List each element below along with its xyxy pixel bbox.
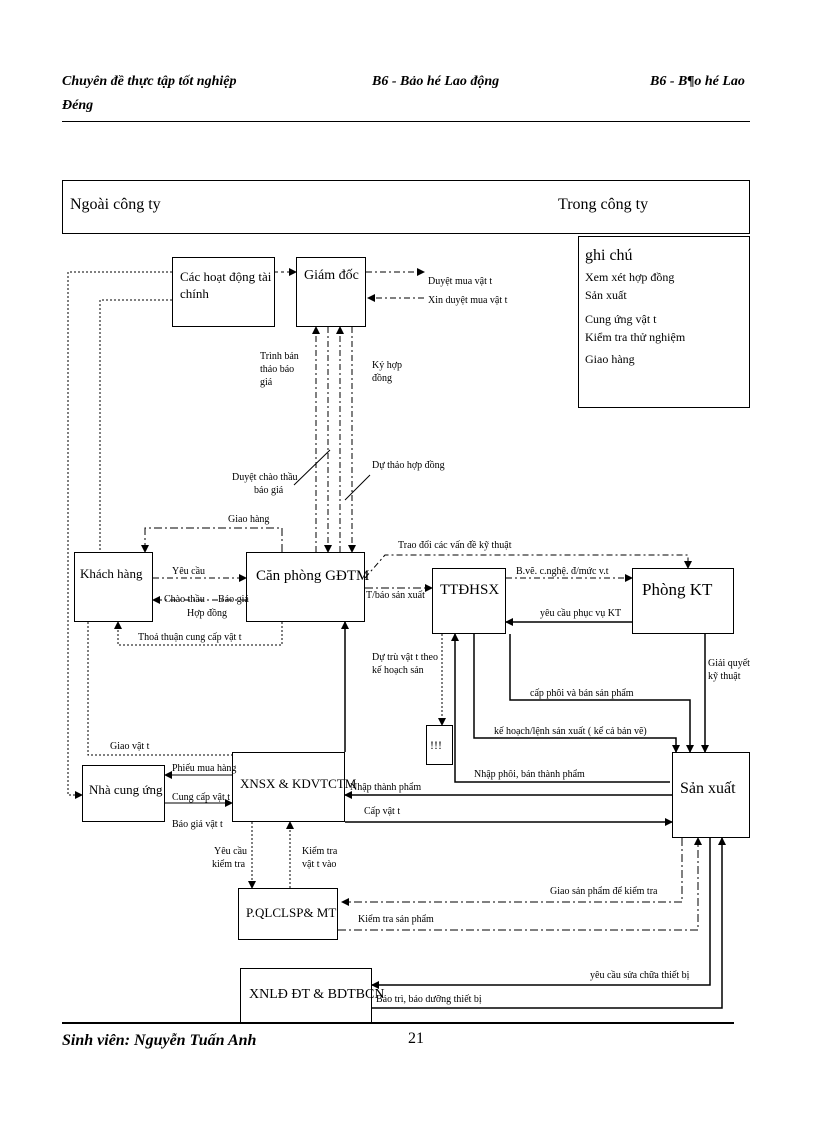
sign-contract-label-2: đồng [372, 373, 392, 384]
production-notice-label: T/báo sản xuất [366, 590, 425, 601]
office-label: Căn phòng GĐTM [256, 568, 370, 584]
legend-item: Xem xét hợp đồng [585, 270, 675, 284]
finished-goods-label: Nhập thành phẩm [350, 782, 422, 793]
finance-box [172, 257, 275, 327]
bid-label: Chào thầu [164, 594, 205, 605]
region-banner [62, 180, 750, 234]
qlclsp-label: P.QLCLSP& MT [246, 905, 337, 920]
product-inspection-label: Kiểm tra sản phẩm [358, 914, 434, 925]
customer-label: Khách hàng [80, 566, 143, 581]
ttdhsx-label: TTĐHSX [440, 582, 500, 598]
sign-contract-label-1: Ký hợp [372, 360, 403, 371]
xnsx-label: XNSX & KDVTCTM [240, 776, 357, 791]
region-outside-label: Ngoài công ty [70, 196, 161, 213]
request-purchase-label: Xin duyệt mua vật t [428, 295, 508, 306]
legend-item: Giao hàng [585, 352, 635, 366]
approve-bid-label-1: Duyệt chào thầu [232, 472, 298, 483]
customer-box [74, 552, 153, 622]
quote-label: Báo giá [218, 594, 249, 605]
request-label: Yêu cầu [172, 566, 206, 577]
supplier-label: Nhà cung ứng [89, 782, 163, 797]
submit-quote-label-3: giá [260, 377, 273, 388]
header-left-line1: Chuyên đề thực tập tốt nghiệp [62, 74, 237, 89]
legend-item: Cung ứng vật t [585, 312, 657, 326]
legend-item: Kiểm tra thử nghiệm [585, 330, 686, 344]
material-estimate-label-2: kế hoạch sản [372, 665, 424, 676]
drawings-label: B.vẽ. c.nghệ. đ/mức v.t [516, 566, 609, 577]
delivery-label: Giao hàng [228, 514, 270, 525]
ttdhsx-box [432, 568, 506, 634]
sanxuat-box [672, 752, 750, 838]
tech-resolve-label-1: Giải quyết [708, 658, 750, 669]
material-issue-label: Cấp vật t [364, 806, 401, 817]
page-number: 21 [408, 1030, 424, 1047]
material-estimate-label-1: Dự trù vật t theo [372, 652, 438, 663]
finance-label: Các hoạt động tài chính [180, 269, 272, 301]
legend-box [578, 236, 750, 408]
submit-quote-label-2: thảo báo [260, 364, 295, 375]
header-left-line2: Ðéng [62, 98, 94, 113]
tech-exchange-label: Trao đổi các vấn đề kỹ thuật [398, 540, 512, 551]
supply-agreement-label: Thoả thuận cung cấp vật t [138, 632, 242, 643]
material-inspection-label-1: Kiểm tra [302, 846, 338, 857]
header-rule [62, 121, 750, 122]
material-quote-label: Báo giá vật t [172, 819, 223, 830]
supplier-box [82, 765, 165, 822]
submit-quote-label-1: Trình bản [260, 351, 299, 362]
supply-material-label: Cung cấp vật t [172, 792, 231, 803]
director-label: Giám đốc [304, 268, 359, 283]
blanks-import-label: Nhập phôi, bán thành phẩm [474, 769, 585, 780]
xnld-label: XNLĐ ĐT & BDTBCN [249, 987, 385, 1002]
qlclsp-box [238, 888, 338, 940]
approve-bid-label-2: báo giá [254, 485, 284, 496]
material-delivery-label: Giao vật t [110, 741, 150, 752]
repair-request-label: yêu cầu sửa chữa thiết bị [590, 970, 690, 981]
header-right: B6 - B¶o hé Lao [650, 74, 745, 89]
footer-rule [62, 1022, 734, 1024]
draft-contract-label: Dự thảo hợp đồng [372, 460, 445, 471]
tech-service-request-label: yêu cầu phục vụ KT [540, 608, 622, 619]
inspection-request-label-2: kiểm tra [212, 859, 246, 870]
warning-box [426, 725, 453, 765]
phongkt-box [632, 568, 734, 634]
legend-title: ghi chú [585, 247, 633, 264]
deliver-for-inspection-label: Giao sản phẩm để kiểm tra [550, 886, 658, 897]
header-center: B6 - Bảo hé Lao động [372, 74, 500, 89]
region-inside-label: Trong công ty [558, 196, 649, 213]
tech-resolve-label-2: kỹ thuật [708, 671, 741, 682]
maintenance-label: Bảo trì, bảo dưỡng thiết bị [376, 994, 482, 1005]
material-inspection-label-2: vật t vào [302, 859, 337, 870]
approve-purchase-label: Duyệt mua vật t [428, 276, 493, 287]
production-plan-label: kế hoạch/lệnh sản xuất ( kể cả bản vẽ) [494, 726, 647, 737]
phongkt-label: Phòng KT [642, 580, 713, 599]
blanks-supply-label: cấp phôi và bán sản phẩm [530, 688, 634, 699]
xnsx-box [232, 752, 345, 822]
legend-item: Sản xuất [585, 288, 627, 302]
xnld-box [240, 968, 372, 1024]
director-box [296, 257, 366, 327]
warning-label: !!! [430, 738, 442, 752]
contract-label: Hợp đồng [187, 608, 228, 619]
inspection-request-label-1: Yêu cầu [214, 846, 248, 857]
purchase-order-label: Phiếu mua hàng [172, 763, 237, 774]
sanxuat-label: Sản xuất [680, 780, 736, 797]
office-box [246, 552, 365, 622]
footer-student: Sinh viên: Nguyễn Tuấn Anh [62, 1032, 257, 1049]
